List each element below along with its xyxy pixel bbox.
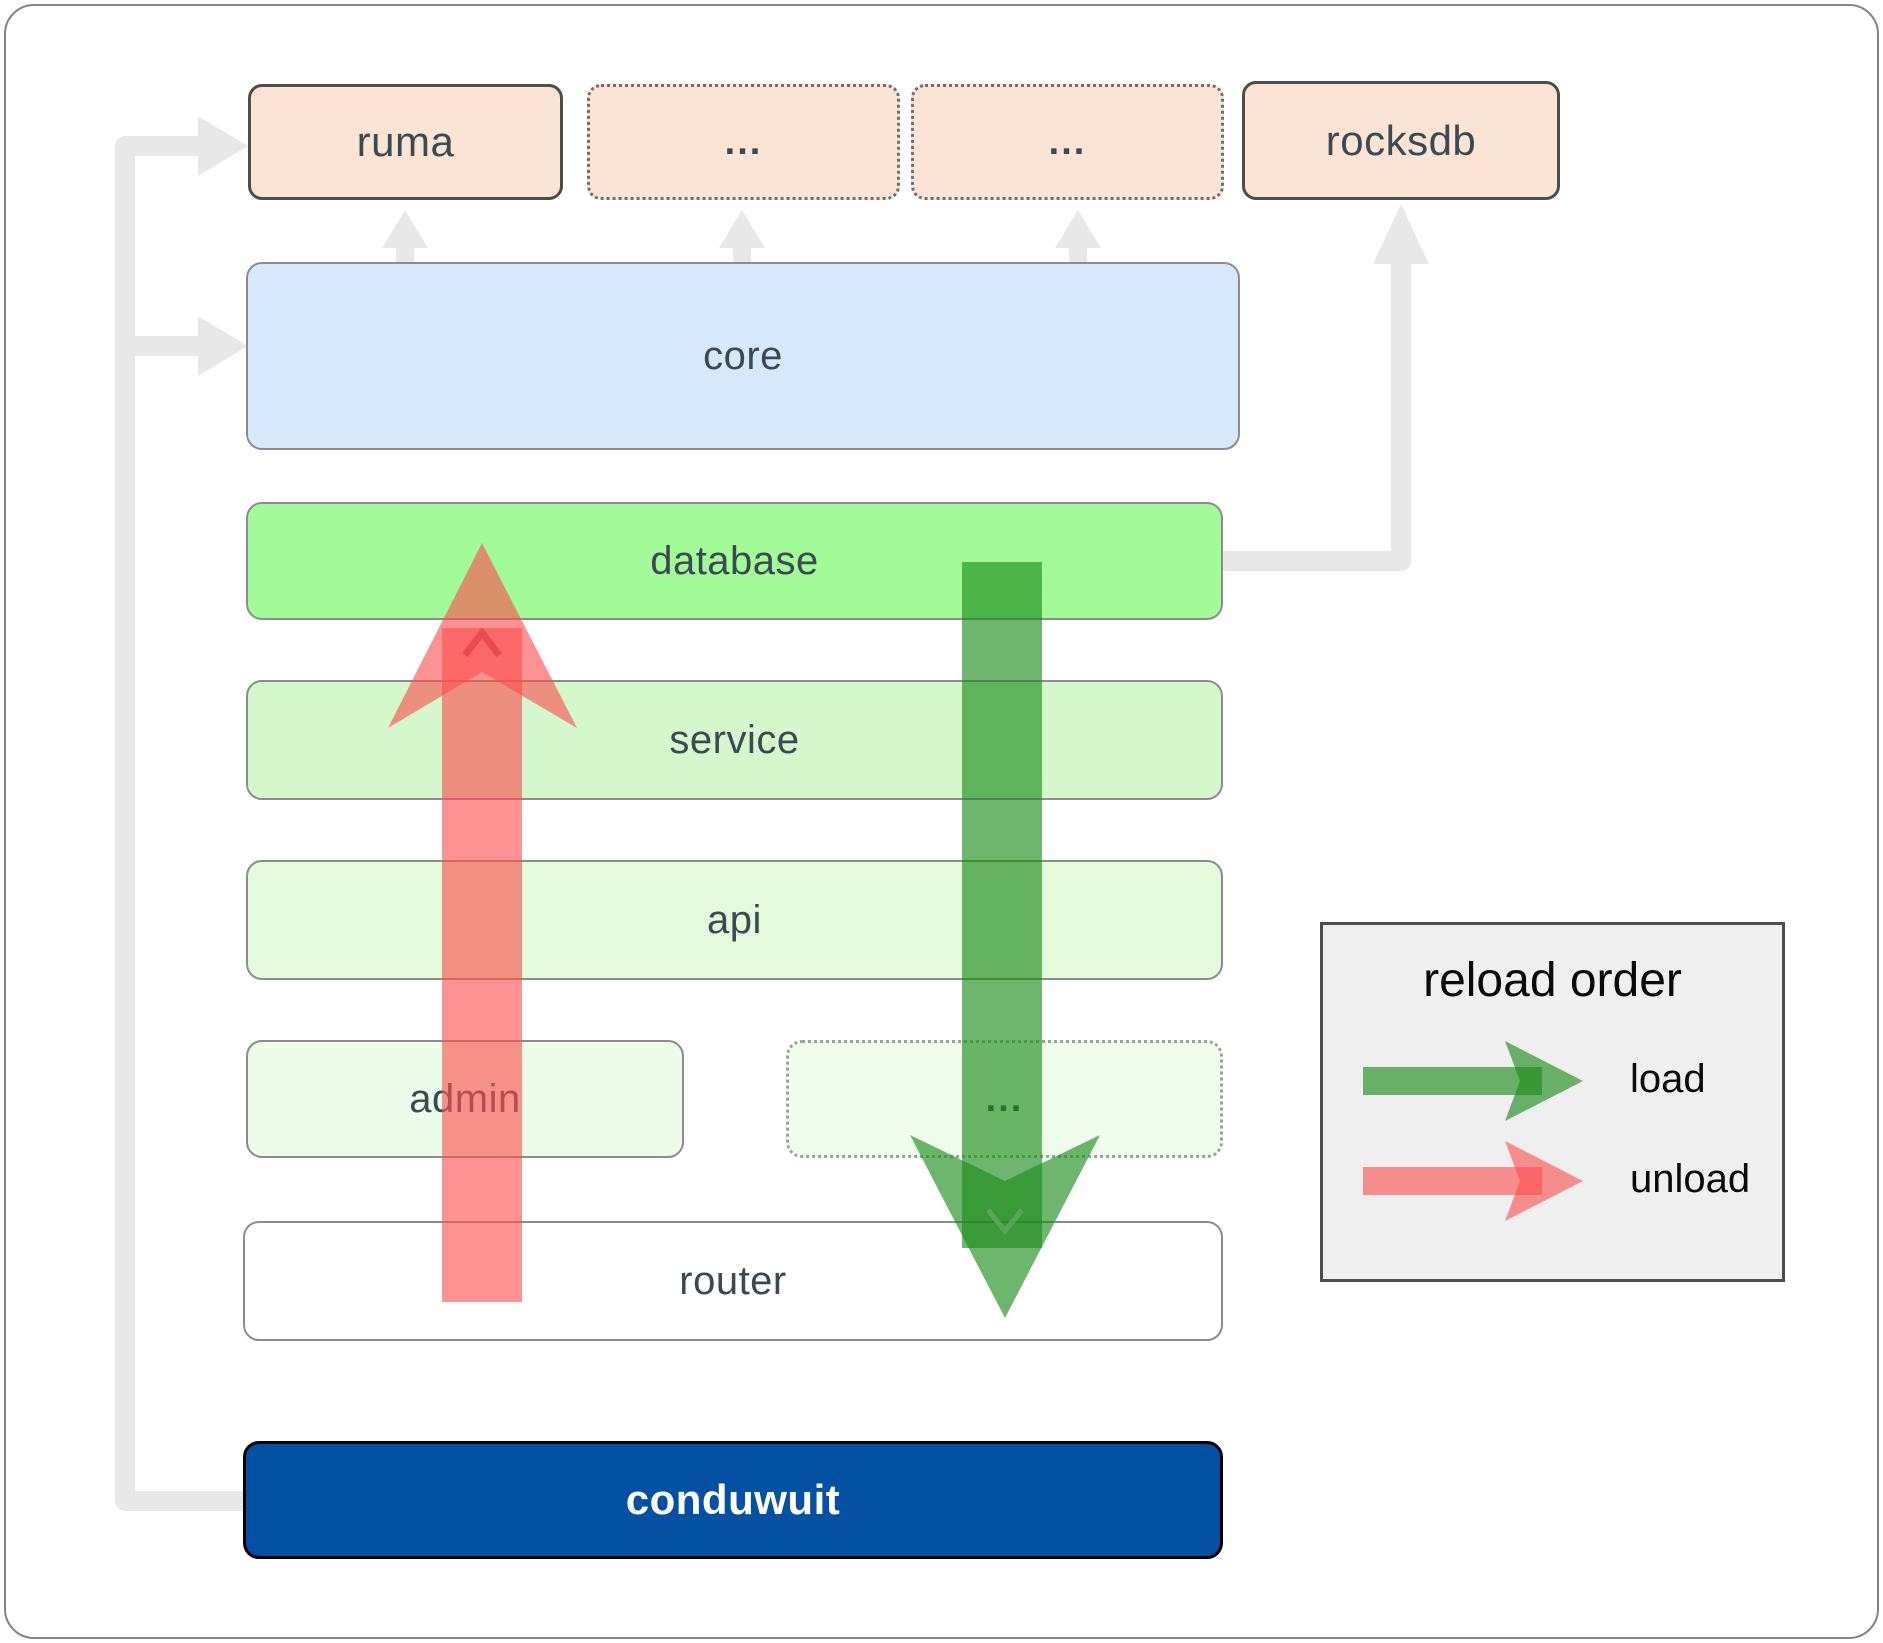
- box-core: core: [246, 262, 1240, 450]
- box-ellipsis-top-1: ...: [587, 84, 900, 200]
- box-service: service: [246, 680, 1223, 800]
- box-rocksdb-label: rocksdb: [1325, 116, 1477, 164]
- box-api-label: api: [707, 897, 762, 942]
- box-ellipsis-top-2: ...: [911, 84, 1224, 200]
- box-api: api: [246, 860, 1223, 980]
- box-ellipsis-admin-row: ...: [786, 1040, 1223, 1158]
- box-service-label: service: [669, 717, 800, 762]
- box-admin-label: admin: [409, 1076, 521, 1121]
- box-database-label: database: [650, 538, 819, 583]
- outer-frame: [4, 4, 1879, 1639]
- legend: reload order load unload: [1320, 922, 1785, 1282]
- box-router-label: router: [679, 1258, 787, 1303]
- legend-unload-label: unload: [1630, 1157, 1751, 1201]
- box-ellipsis-top-1-label: ...: [724, 120, 763, 163]
- box-router: router: [243, 1221, 1223, 1341]
- box-ellipsis-top-2-label: ...: [1048, 120, 1087, 163]
- legend-title: reload order: [1423, 954, 1682, 1007]
- box-database: database: [246, 502, 1223, 620]
- legend-load-label: load: [1630, 1057, 1706, 1101]
- box-ellipsis-admin-row-label: ...: [985, 1077, 1024, 1120]
- box-conduwuit: conduwuit: [243, 1441, 1223, 1559]
- box-rocksdb: rocksdb: [1242, 81, 1560, 200]
- box-ruma: ruma: [248, 84, 563, 200]
- box-ruma-label: ruma: [356, 118, 455, 165]
- box-core-label: core: [703, 333, 783, 378]
- box-conduwuit-label: conduwuit: [625, 1476, 841, 1523]
- box-admin: admin: [246, 1040, 684, 1158]
